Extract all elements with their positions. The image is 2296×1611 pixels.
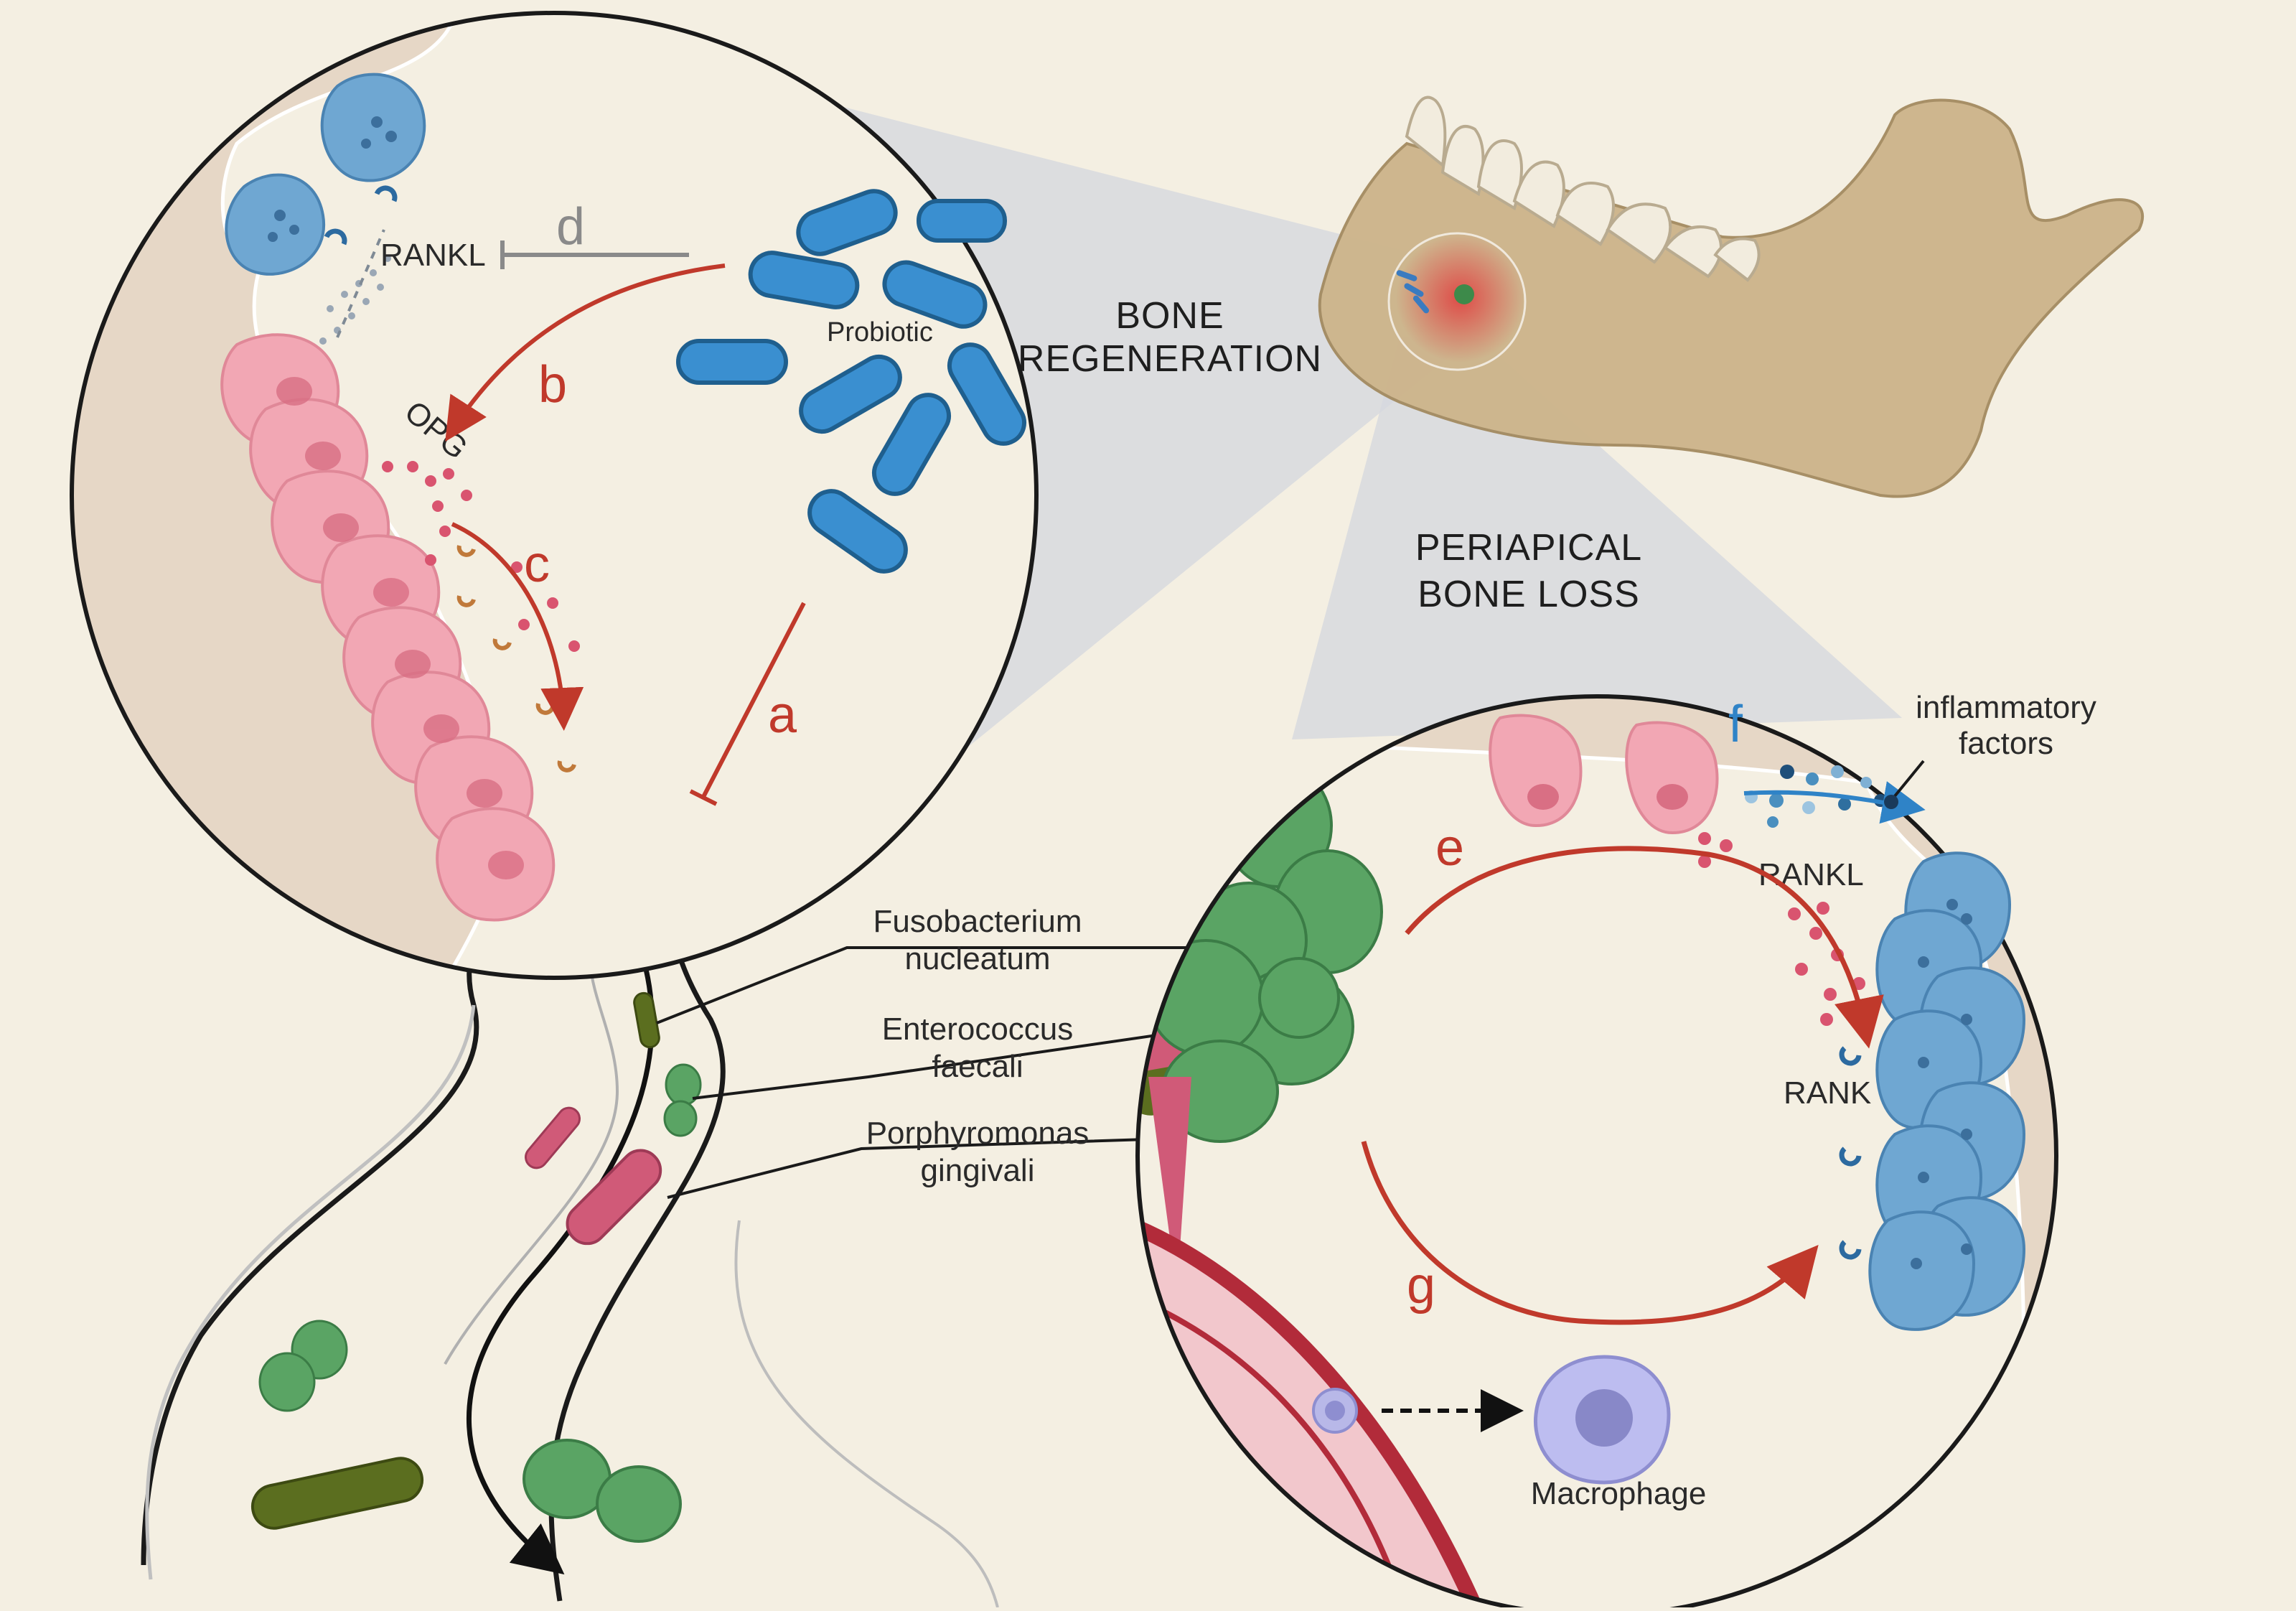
canal-outline-outer-grey — [145, 1004, 476, 1580]
rank-label: RANK — [1784, 1075, 1871, 1111]
pathway-e-arrow — [1405, 846, 1884, 1049]
porphyromonas-cell — [566, 1149, 662, 1246]
probiotic-mini-icons — [1396, 270, 1430, 314]
inflammatory-factors-label-1: inflammatory — [1916, 690, 2096, 725]
bone-regeneration-label-2: REGENERATION — [1018, 338, 1322, 380]
zoom-wedge-lower — [1292, 337, 1902, 739]
pathway-c-label: c — [524, 536, 550, 593]
porphyromonas-small — [525, 1106, 581, 1169]
fusobacterium-label-2: nucleatum — [904, 941, 1050, 976]
enterococcus-pair-bottom — [523, 1439, 682, 1543]
pathway-g-arrow — [1361, 1141, 1819, 1325]
monocyte-cell — [1312, 1388, 1358, 1434]
enterococcus-large — [258, 1320, 348, 1412]
probiotic-rods — [676, 189, 1026, 574]
inflammatory-factors-label-2: factors — [1959, 726, 2053, 761]
fusobacterium-large — [250, 1457, 424, 1530]
canal-flow-arrow — [466, 968, 655, 1575]
porphyromonas-label-1: Porphyromonas — [866, 1116, 1090, 1151]
inflammatory-factor-dots — [1745, 765, 1887, 828]
bone-regeneration-label-1: BONE — [1115, 295, 1224, 337]
canal-outer-right — [734, 1220, 999, 1608]
enterococcus-label-1: Enterococcus — [882, 1012, 1074, 1047]
rankl-receptor-2 — [324, 228, 347, 246]
rankl-left-label: RANKL — [380, 238, 486, 273]
pathway-g-label: g — [1407, 1257, 1435, 1315]
teeth-row — [1405, 95, 1761, 282]
pathway-d-label: d — [556, 198, 585, 256]
osteoclasts-left — [225, 73, 426, 276]
rank-receptors — [1839, 1046, 1862, 1260]
porphyromonas-label-2: gingivali — [921, 1153, 1035, 1188]
inflammatory-factors-leader — [1890, 760, 1925, 802]
osteoblasts-right — [1489, 714, 1719, 835]
pathway-a-label: a — [768, 686, 797, 744]
pathway-e-label: e — [1435, 819, 1464, 877]
canal-bacteria — [250, 808, 702, 1543]
bone-regeneration-zoom: RANKL d — [70, 11, 1039, 980]
rankl-receptor-1 — [374, 185, 398, 202]
periapical-bone-loss-label-1: PERIAPICAL — [1415, 527, 1642, 569]
rankl-dots-right — [1698, 832, 1865, 1026]
osteoclasts-right — [1868, 851, 2026, 1331]
rankl-upward-arrow — [336, 229, 385, 338]
rankl-dots — [319, 255, 391, 345]
pathway-f-label: f — [1728, 696, 1743, 753]
rankl-right-label: RANKL — [1758, 857, 1864, 892]
mandible-illustration — [1318, 95, 2144, 498]
enterococcus-cell — [663, 1063, 702, 1137]
pathway-b-label: b — [538, 356, 567, 414]
probiotic-label: Probiotic — [827, 317, 933, 347]
periapical-zoom: RANK RANKL f inflammatory factors e g — [1135, 690, 2096, 1611]
species-leader-lines — [656, 946, 1192, 1199]
periapical-bone-loss-label-2: BONE LOSS — [1418, 574, 1640, 615]
macrophage-cell — [1533, 1355, 1671, 1485]
bacteria-cluster-mini — [1454, 284, 1474, 304]
enterococcus-label-2: faecali — [932, 1049, 1023, 1084]
macrophage-label: Macrophage — [1531, 1476, 1707, 1511]
pathway-a-line — [701, 602, 806, 798]
opg-dots — [382, 461, 580, 652]
pathway-c-arrow — [451, 522, 584, 731]
fusobacterium-label-1: Fusobacterium — [873, 904, 1082, 939]
pathway-b-arrow — [445, 263, 726, 442]
fusobacterium-cell — [633, 991, 660, 1049]
